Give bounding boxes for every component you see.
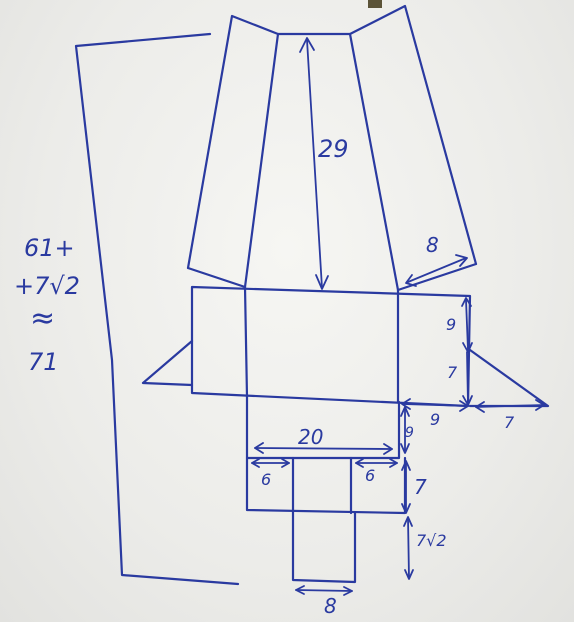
side-7-arrow	[466, 351, 469, 405]
label-approx: ≈	[30, 301, 55, 336]
board-magnet	[368, 0, 382, 8]
dimension-arrows	[251, 37, 545, 596]
lower-block	[245, 395, 407, 584]
total-bracket	[74, 32, 240, 586]
label-small-9: 9	[405, 425, 414, 441]
upper-right-panel-edge	[348, 4, 478, 266]
label-slant-8: 8	[426, 233, 439, 257]
label-bottom-9: 9	[430, 410, 440, 429]
middle-band	[190, 285, 472, 408]
upper-left-panel	[186, 14, 280, 289]
label-total-line1: 61+	[24, 234, 75, 262]
side-9-arrow	[465, 299, 469, 351]
label-total-result: 71	[28, 348, 59, 376]
label-20: 20	[298, 425, 323, 449]
bottom-8-arrow	[295, 589, 353, 592]
middle-divider-left	[243, 285, 249, 399]
label-strip-7: 7	[414, 475, 427, 499]
upper-left-bottom-edge	[186, 266, 247, 289]
right-triangle-flap	[468, 348, 550, 408]
height-29-arrow	[306, 39, 323, 289]
upper-right-bottom-edge	[396, 262, 478, 292]
strip-7sqrt2-arrow	[407, 517, 410, 579]
slant-8-arrow	[407, 257, 467, 283]
label-bottom-8: 8	[324, 594, 337, 618]
upper-panels	[186, 4, 478, 292]
label-total-line2: +7√2	[14, 272, 80, 300]
bottom-strip	[291, 510, 357, 584]
lower-rectangle	[245, 395, 401, 460]
bottom-9-arrow	[402, 403, 469, 407]
label-29: 29	[318, 135, 349, 163]
label-strip-7sqrt2: 7√2	[416, 531, 447, 550]
left-triangle-flap	[141, 339, 194, 387]
small-rect-row	[245, 456, 407, 515]
label-right-6: 6	[365, 466, 375, 485]
label-side-7: 7	[447, 363, 458, 382]
total-bracket-line	[74, 32, 240, 586]
middle-row	[141, 285, 550, 408]
bottom-7-arrow	[475, 404, 545, 408]
label-bottom-7: 7	[504, 413, 515, 432]
label-side-9: 9	[446, 315, 456, 334]
label-left-6: 6	[261, 470, 271, 489]
base-20-arrow	[254, 447, 393, 450]
